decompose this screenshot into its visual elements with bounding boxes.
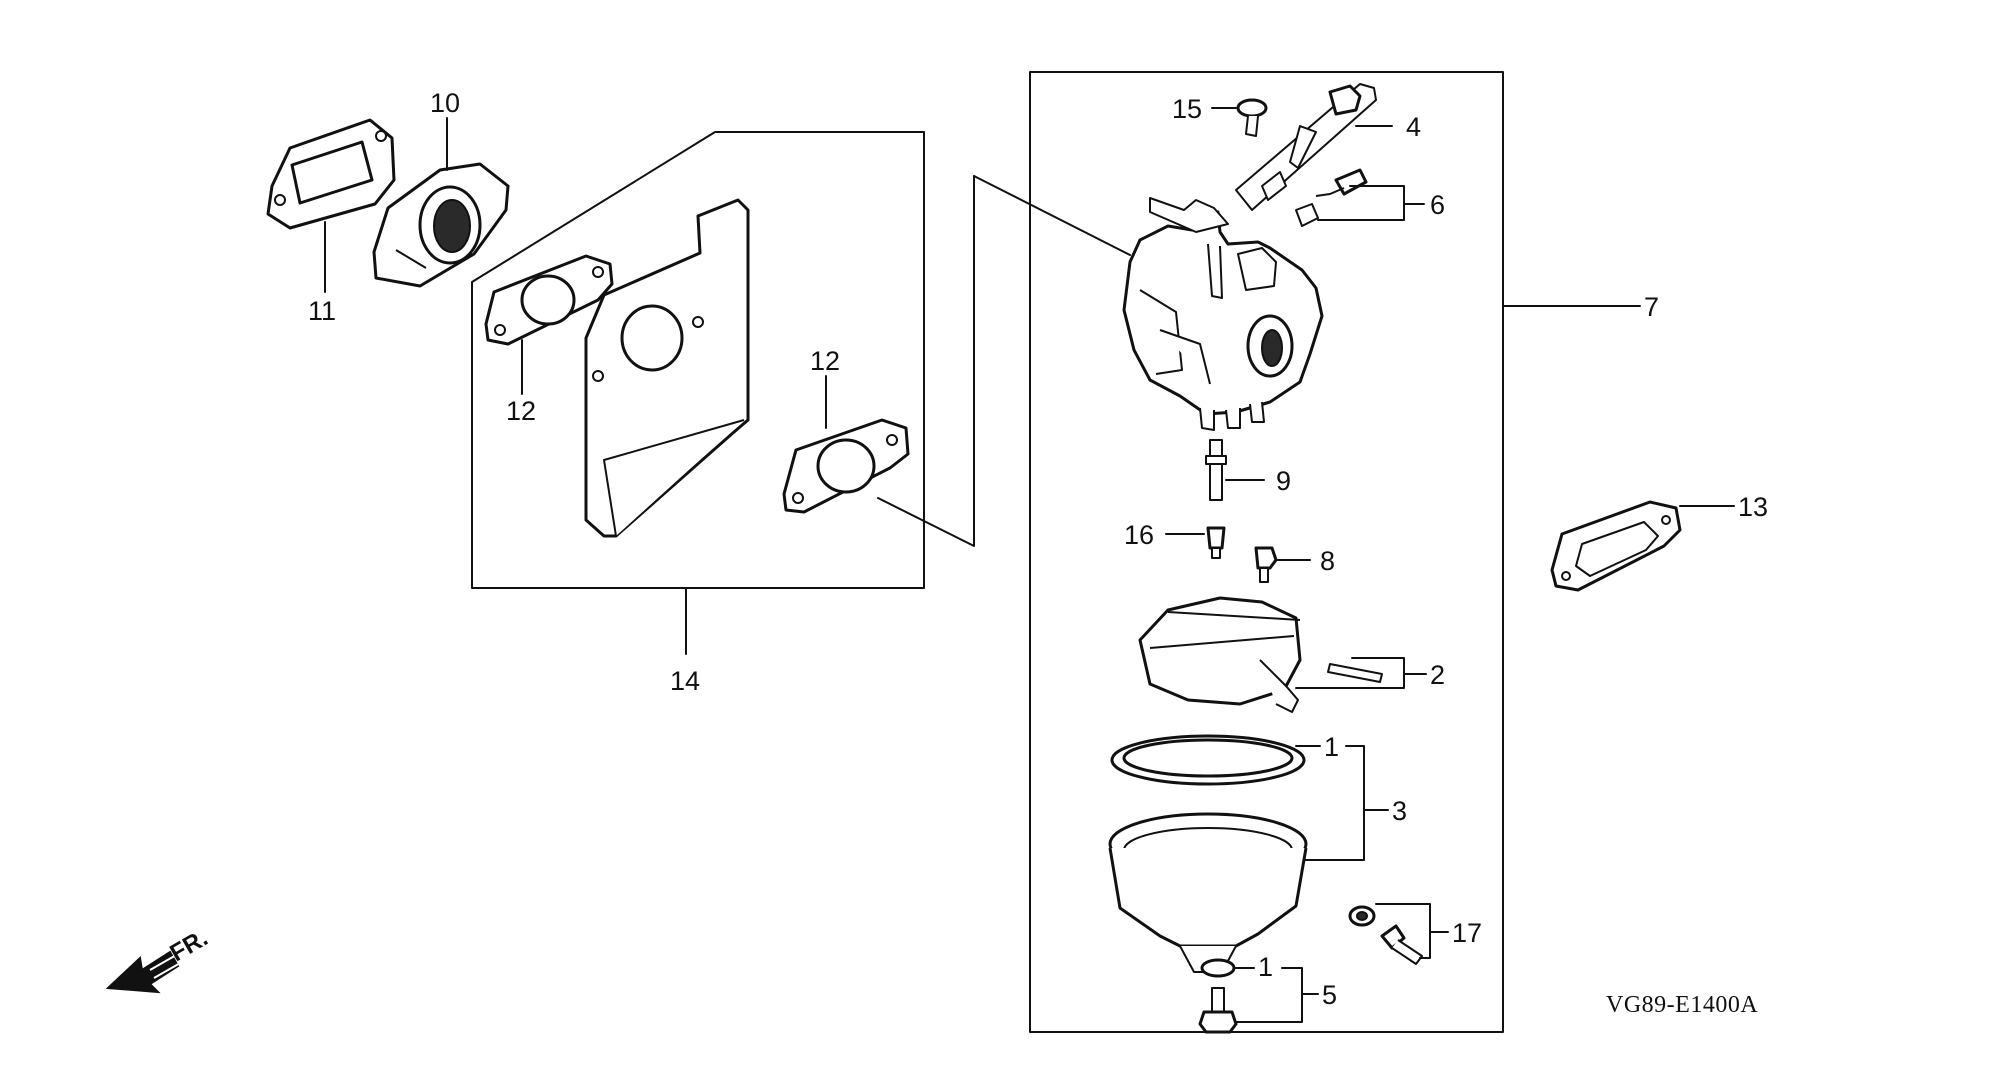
- nozzle-9: [1205, 439, 1227, 501]
- connector-line: [973, 175, 1131, 256]
- gasket-11: [266, 118, 396, 230]
- connector-line: [877, 175, 975, 547]
- label-4: 4: [1406, 112, 1421, 142]
- group-box-7: [1029, 71, 1504, 1033]
- label-11: 11: [308, 296, 336, 326]
- label-1-upper: 1: [1324, 732, 1339, 762]
- screw-15: [1236, 98, 1268, 137]
- label-10: 10: [430, 88, 460, 118]
- o-ring-1: [1110, 734, 1306, 786]
- heat-shield-plate: [584, 198, 750, 538]
- label-6: 6: [1430, 190, 1445, 220]
- bolt-5: [1198, 987, 1238, 1034]
- leader-6: [1317, 185, 1405, 221]
- float-bowl-3: [1108, 812, 1308, 973]
- group-box-14: [471, 131, 925, 589]
- label-15: 15: [1172, 94, 1202, 124]
- gasket-12-right: [782, 418, 910, 514]
- insulator-10: [372, 162, 510, 288]
- label-14: 14: [670, 666, 700, 696]
- washer-1: [1200, 958, 1236, 978]
- carburetor-body: [1122, 197, 1324, 431]
- label-8: 8: [1320, 546, 1335, 576]
- label-1-lower: 1: [1258, 952, 1273, 982]
- screw-17: [1348, 905, 1423, 965]
- label-12-left: 12: [506, 396, 536, 426]
- label-3: 3: [1392, 796, 1407, 826]
- front-arrow-icon: FR.: [105, 924, 212, 994]
- jet-16: [1206, 526, 1226, 559]
- label-12-right: 12: [810, 346, 840, 376]
- label-16: 16: [1124, 520, 1154, 550]
- screw-6: [1295, 168, 1368, 227]
- gasket-13: [1550, 500, 1682, 592]
- label-13: 13: [1738, 492, 1768, 522]
- label-17: 17: [1452, 918, 1482, 948]
- label-7: 7: [1644, 292, 1659, 322]
- diagram-code: VG89-E1400A: [1606, 992, 1758, 1018]
- float-chamber-2: [1138, 596, 1383, 713]
- label-9: 9: [1276, 466, 1291, 496]
- screw-8: [1254, 546, 1278, 583]
- leader-3: [1303, 745, 1365, 861]
- label-5: 5: [1322, 980, 1337, 1010]
- label-2: 2: [1430, 660, 1445, 690]
- gasket-12-left: [484, 254, 614, 346]
- screw-4: [1261, 84, 1362, 201]
